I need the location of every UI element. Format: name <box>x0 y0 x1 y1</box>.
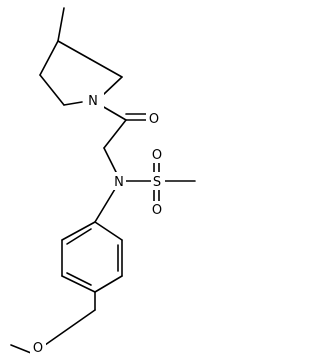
atom-label-o-sulfonyl-bottom: O <box>152 203 162 218</box>
bond <box>39 40 59 76</box>
bond <box>103 147 117 173</box>
bond <box>57 7 65 42</box>
bond <box>103 119 127 149</box>
bond <box>94 221 123 241</box>
bond <box>63 101 83 106</box>
atom-label-o-methoxy: O <box>33 341 43 356</box>
bond <box>39 74 65 106</box>
bond <box>44 309 96 346</box>
atom-label-o-carbonyl: O <box>149 112 159 127</box>
bond <box>61 221 96 241</box>
bond <box>89 58 123 78</box>
bond <box>66 228 92 245</box>
atom-label-o-sulfonyl-top: O <box>152 148 162 163</box>
bond <box>94 275 123 293</box>
bond <box>103 76 123 95</box>
atom-label-s-sulfonyl: S <box>153 175 161 190</box>
bond <box>10 344 32 354</box>
bond <box>57 40 91 60</box>
molecule-drawing: N O N S O O O <box>10 7 196 357</box>
bond <box>94 188 116 223</box>
bond <box>66 272 92 286</box>
atom-label-n-ring: N <box>88 94 98 109</box>
bond <box>61 275 96 293</box>
bond <box>101 105 127 121</box>
atom-label-n-sulfonamide: N <box>114 175 124 190</box>
structure-diagram: N O N S O O O <box>10 7 196 357</box>
